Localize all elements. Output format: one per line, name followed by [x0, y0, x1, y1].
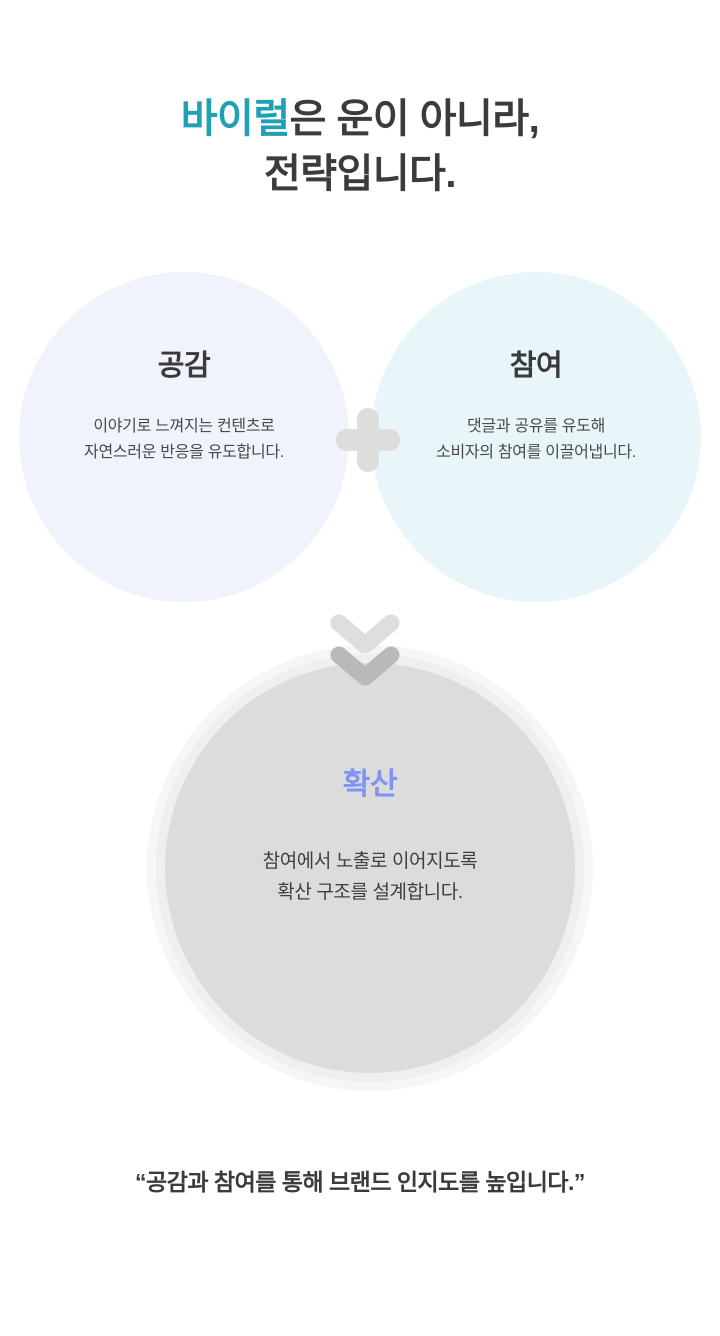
step-body-empathy-line-1: 이야기로 느껴지는 컨텐츠로 [93, 418, 275, 435]
step-body-engagement: 댓글과 공유를 유도해 소비자의 참여를 이끌어냅니다. [436, 414, 636, 466]
result-body-spread-line-1: 참여에서 노출로 이어지도록 [262, 851, 478, 872]
result-title-spread: 확산 [342, 768, 398, 801]
chevron-down-icon-bottom [330, 646, 400, 686]
closing-quote: “공감과 참여를 통해 브랜드 인지도를 높입니다.” [135, 1169, 585, 1195]
plus-icon-bar-vertical [357, 408, 379, 472]
headline-line-2: 전략입니다. [263, 152, 457, 197]
step-circles-row: 공감 이야기로 느껴지는 컨텐츠로 자연스러운 반응을 유도합니다. 참여 댓글… [0, 272, 720, 602]
plus-icon [336, 408, 400, 472]
chevron-down-icon [330, 614, 400, 698]
result-body-spread: 참여에서 노출로 이어지도록 확산 구조를 설계합니다. [263, 847, 478, 909]
headline-accent: 바이럴 [180, 97, 290, 141]
step-body-engagement-line-2: 소비자의 참여를 이끌어냅니다. [436, 443, 636, 461]
step-title-engagement: 참여 [509, 350, 563, 382]
chevron-down-icon-top [330, 614, 400, 654]
step-circle-empathy: 공감 이야기로 느껴지는 컨텐츠로 자연스러운 반응을 유도합니다. [19, 272, 349, 602]
page-title: 바이럴은 운이 아니라, 전략입니다. [0, 92, 720, 202]
step-body-empathy: 이야기로 느껴지는 컨텐츠로 자연스러운 반응을 유도합니다. [84, 414, 284, 466]
headline-line-1: 바이럴은 운이 아니라, [0, 92, 720, 147]
result-circle-body: 확산 참여에서 노출로 이어지도록 확산 구조를 설계합니다. [165, 663, 575, 1073]
step-title-empathy: 공감 [157, 350, 211, 382]
result-body-spread-line-2: 확산 구조를 설계합니다. [277, 881, 463, 903]
step-circle-engagement: 참여 댓글과 공유를 유도해 소비자의 참여를 이끌어냅니다. [371, 272, 701, 602]
result-circle-spread: 확산 참여에서 노출로 이어지도록 확산 구조를 설계합니다. [147, 645, 593, 1091]
headline-line-1-rest: 은 운이 아니라, [289, 97, 540, 141]
step-body-engagement-line-1: 댓글과 공유를 유도해 [466, 418, 606, 435]
step-body-empathy-line-2: 자연스러운 반응을 유도합니다. [84, 443, 284, 461]
